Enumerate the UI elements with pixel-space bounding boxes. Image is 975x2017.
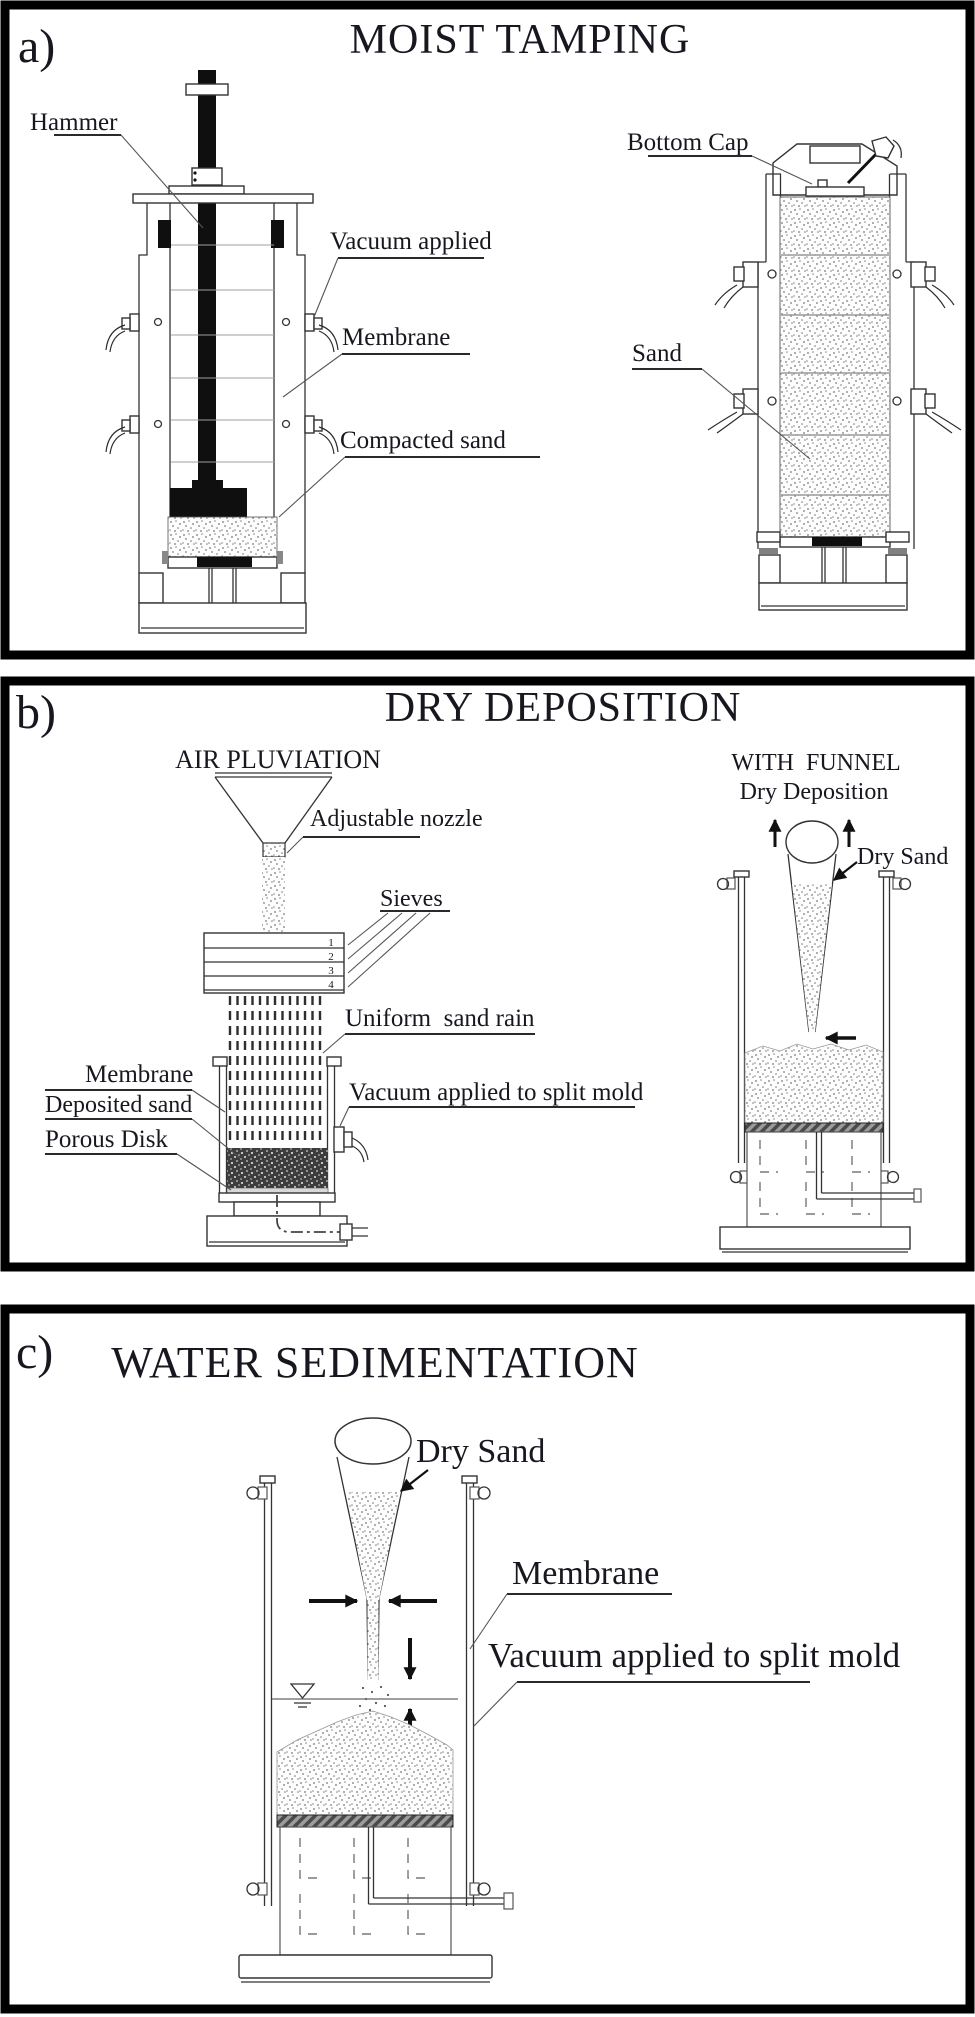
mold-pedestal: [138, 568, 307, 634]
split-mold-rails-c: [246, 1475, 491, 1906]
base-plate-b: [719, 1226, 911, 1250]
dry-sand-in-funnel-c: [346, 1492, 400, 1600]
funnel-nozzle: [262, 842, 286, 858]
panel-a-tag: a): [18, 20, 55, 73]
panel-a-labels: Hammer Vacuum applied Membrane Compacted…: [30, 109, 813, 518]
dry-deposition-sub-label: Dry Deposition: [740, 779, 889, 805]
vacuum-split-mold-label-c: Vacuum applied to split mold: [488, 1636, 901, 1675]
membrane-clamp-left: [158, 220, 171, 248]
porous-disk-c: [276, 1814, 454, 1828]
panel-b-dry-deposition: b) DRY DEPOSITION AIR PLUVIATION Adjusta…: [0, 676, 975, 1272]
split-mold-vacuum-port: [333, 1126, 345, 1153]
sedimented-sand-pile: [276, 1710, 454, 1816]
sand-specimen-column: [779, 196, 891, 538]
vacuum-applied-label: Vacuum applied: [330, 228, 492, 255]
membrane-label-a: Membrane: [342, 324, 450, 351]
sand-label: Sand: [632, 340, 683, 367]
panel-c-tag: c): [16, 1326, 53, 1379]
drain-outlet-c: [503, 1892, 514, 1910]
uniform-sand-rain: [228, 996, 322, 1146]
sedimentation-funnel: [334, 1417, 412, 1712]
split-mold-flanges: [757, 173, 915, 549]
sieves-label: Sieves: [380, 886, 443, 912]
sand-tube-c: [367, 1598, 379, 1680]
dry-sand-in-funnel: [792, 884, 832, 1032]
deposited-sand-body: [227, 1148, 328, 1188]
hammer-label: Hammer: [30, 109, 118, 136]
vacuum-ports: [105, 313, 339, 455]
dry-sand-label-b: Dry Sand: [857, 844, 948, 870]
dry-sand-label-c: Dry Sand: [416, 1433, 545, 1470]
finished-specimen-apparatus: [707, 136, 962, 611]
hammer-crossbar: [185, 83, 229, 96]
sieve-number-2: 2: [328, 951, 334, 963]
sieve-number-1: 1: [328, 937, 334, 949]
cap-latch-rod: [846, 149, 881, 185]
funnel-cone: [787, 853, 837, 1033]
hammer-rod: [198, 70, 216, 488]
adjustable-nozzle-label: Adjustable nozzle: [310, 806, 483, 832]
sieve-number-4: 4: [328, 979, 334, 991]
drain-outlet-b: [913, 1188, 922, 1203]
funnel-mouth-c: [334, 1417, 412, 1465]
panel-c-border: [0, 1304, 975, 2014]
cap-handle: [809, 145, 861, 164]
with-funnel-label: WITH FUNNEL: [731, 750, 900, 776]
specimen-pedestal: [758, 547, 908, 611]
vacuum-split-mold-label-b: Vacuum applied to split mold: [349, 1079, 644, 1106]
pedestal-c: [279, 1826, 514, 1956]
panel-a-title: MOIST TAMPING: [350, 17, 691, 63]
sand-scatter-dots: [358, 1685, 390, 1712]
panel-a-moist-tamping: a) MOIST TAMPING: [0, 0, 975, 660]
membrane-label-c: Membrane: [512, 1555, 659, 1592]
uniform-sand-rain-label: Uniform sand rain: [345, 1005, 535, 1032]
cap-seat-bar: [805, 186, 865, 197]
porous-disk-layer: [226, 1187, 329, 1194]
water-table-symbol: [289, 1683, 316, 1700]
panel-c-title: WATER SEDIMENTATION: [111, 1338, 639, 1387]
air-pluviation-label: AIR PLUVIATION: [175, 745, 381, 774]
hammer-collar: [191, 167, 223, 186]
deposition-base: [206, 1195, 368, 1247]
split-mold-rails-b: [716, 870, 912, 1184]
sand-stream: [262, 857, 285, 947]
panel-a-border: [0, 0, 975, 660]
compacted-sand-layer: [167, 516, 278, 558]
membrane-label-b: Membrane: [85, 1061, 193, 1088]
bottom-cap-label: Bottom Cap: [627, 129, 749, 156]
with-funnel-apparatus: WITH FUNNEL Dry Deposition Dry Sand: [716, 750, 948, 1253]
porous-disk-label: Porous Disk: [45, 1126, 168, 1153]
base-cap: [197, 557, 252, 567]
top-plate: [132, 193, 314, 204]
base-plate-c: [238, 1954, 493, 1979]
pedestal-b-right: [746, 1131, 922, 1228]
specimen-vacuum-ports: [707, 261, 962, 434]
air-pluviation-apparatus: AIR PLUVIATION Adjustable nozzle 1 2 3 4…: [45, 745, 644, 1247]
sieve-stack: 1 2 3 4: [203, 932, 345, 994]
sieve-number-3: 3: [328, 965, 334, 977]
water-level: [272, 1683, 458, 1708]
cap-latch-hook: [871, 136, 895, 159]
deposited-sand-pile-b: [744, 1043, 884, 1124]
deposited-sand-label: Deposited sand: [45, 1092, 192, 1118]
guide-plate: [168, 185, 245, 195]
compacted-sand-label: Compacted sand: [340, 427, 506, 454]
tamped-layer-lines: [781, 254, 889, 496]
funnel-mouth: [785, 820, 839, 864]
porous-disk-b-right: [744, 1122, 884, 1133]
tamper-foot: [170, 488, 247, 517]
membrane-clamp-right: [271, 220, 284, 248]
panel-c-labels: Membrane Vacuum applied to split mold: [469, 1555, 901, 1727]
panel-b-tag: b): [16, 686, 56, 739]
panel-c-water-sedimentation: c) WATER SEDIMENTATION Dry Sand: [0, 1304, 975, 2014]
tamper-coupling: [192, 480, 223, 488]
panel-b-title: DRY DEPOSITION: [385, 685, 742, 731]
panel-b-border: [0, 676, 975, 1272]
bottom-cap-body: [772, 143, 898, 196]
tamping-mold-apparatus: [105, 70, 339, 634]
funnel-cone-c: [336, 1456, 410, 1681]
